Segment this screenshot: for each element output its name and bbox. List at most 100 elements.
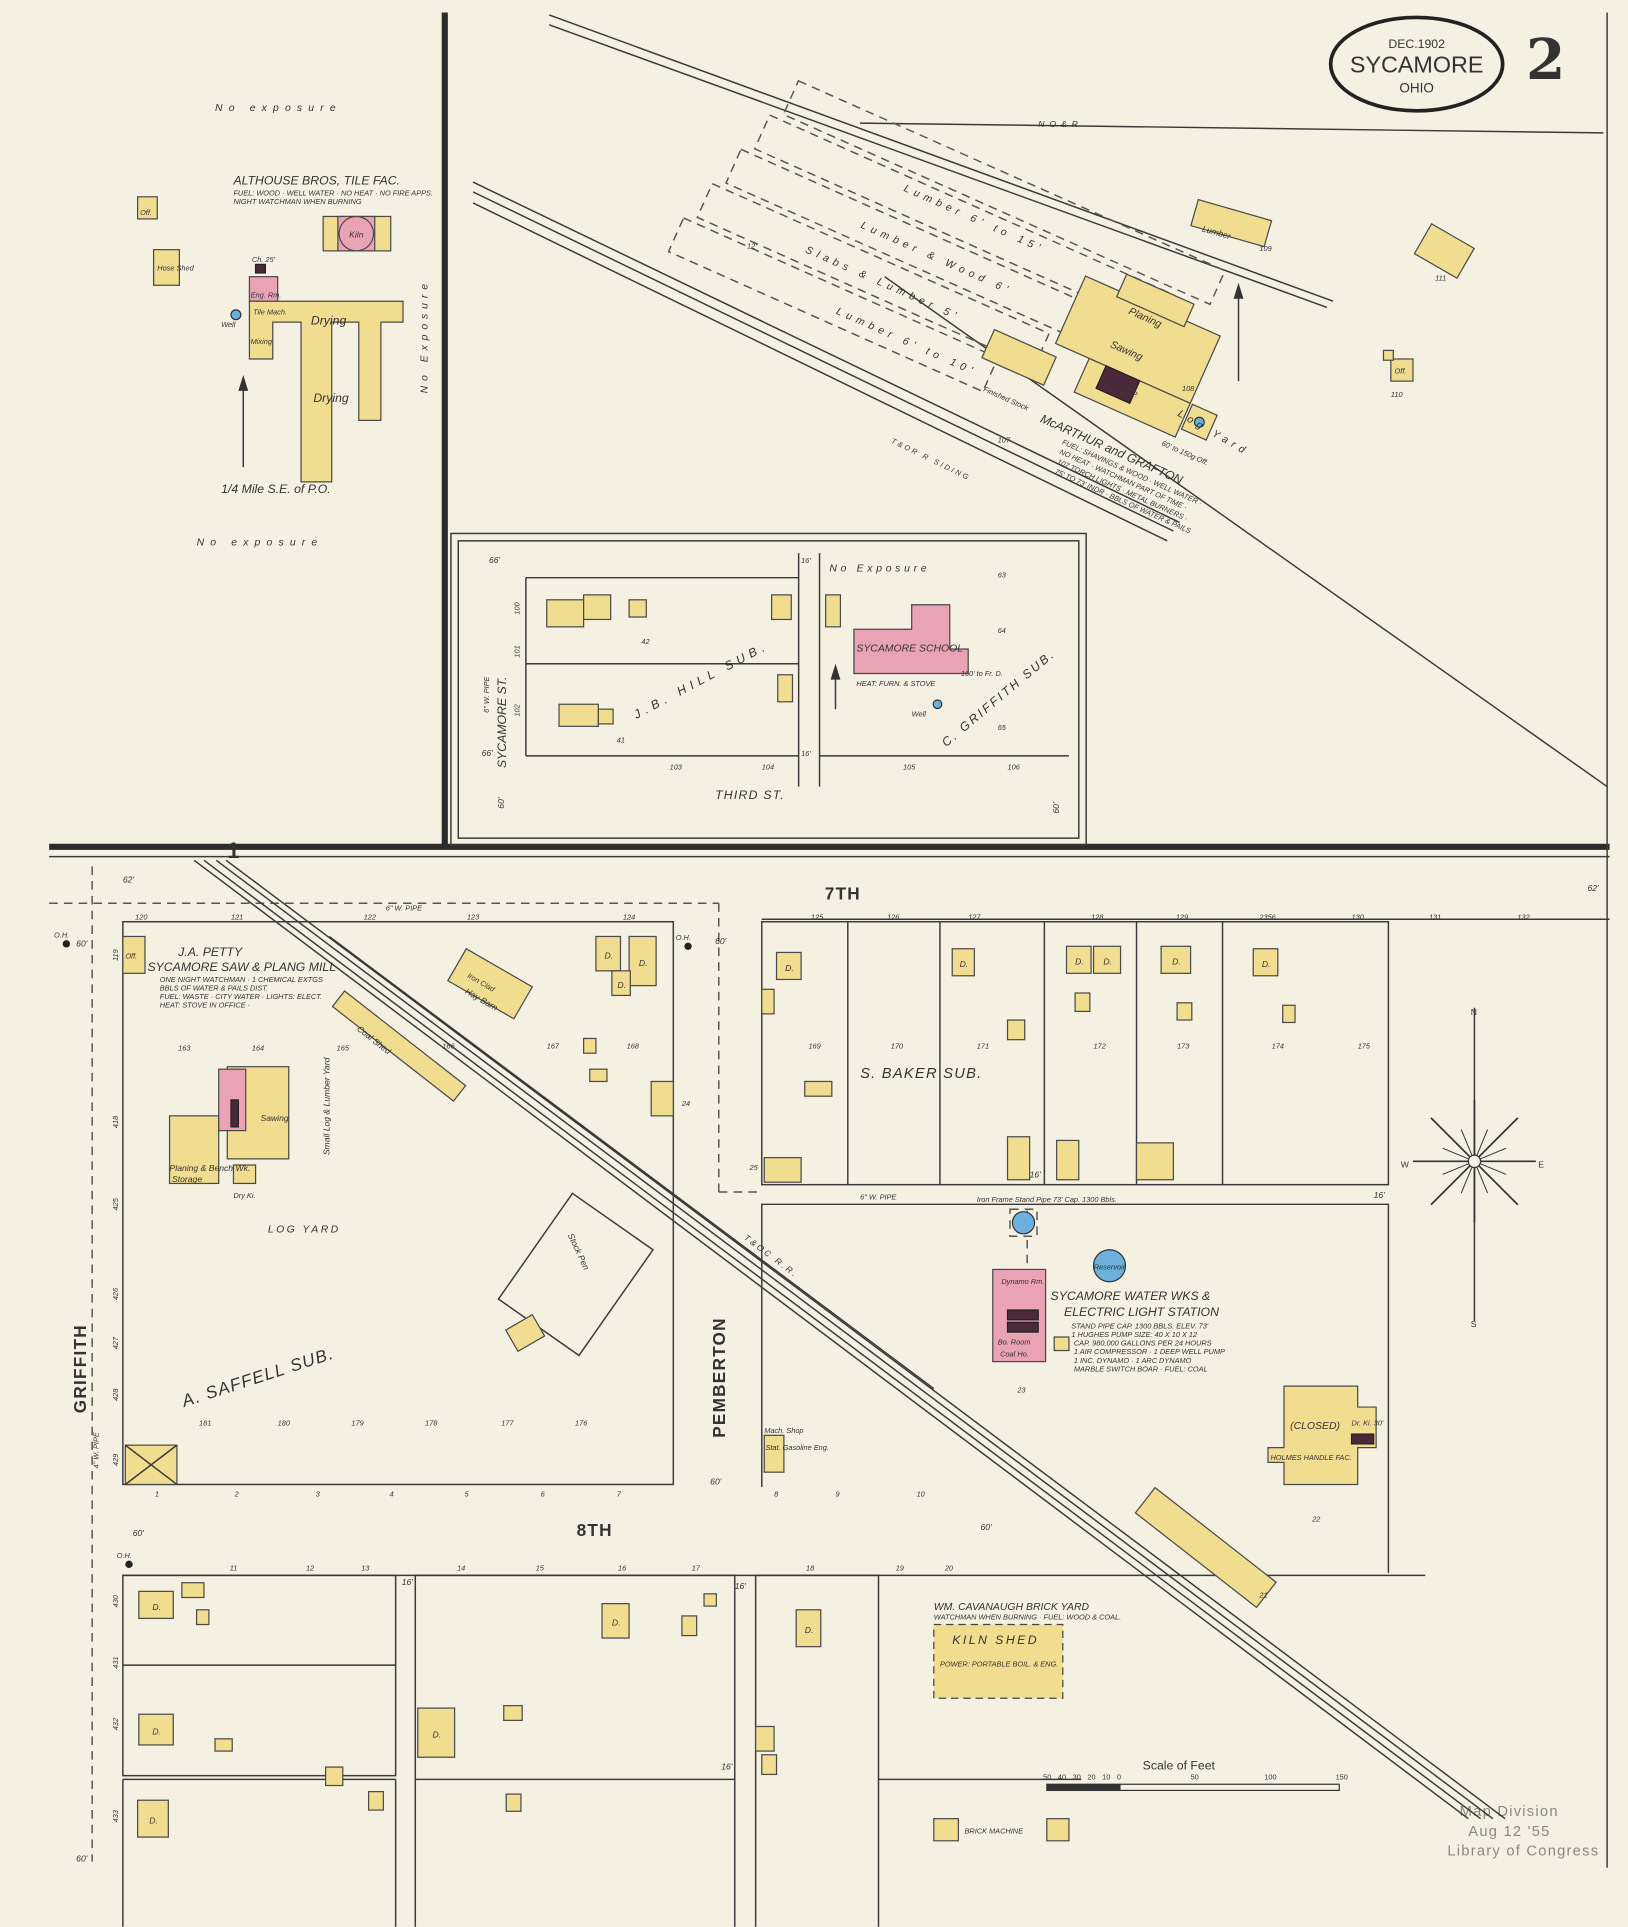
reservoir-label: Reservoir bbox=[1094, 1262, 1126, 1271]
brickyard-title: WM. CAVANAUGH BRICK YARD bbox=[934, 1602, 1090, 1613]
distance-label: 160' to Fr. D. bbox=[961, 669, 1003, 678]
lot-number: 103 bbox=[670, 762, 683, 771]
hose-shed-label: Hose Shed bbox=[157, 264, 194, 273]
outbuilding bbox=[1056, 1139, 1080, 1181]
outbuilding bbox=[583, 1037, 597, 1054]
cartouche-date: DEC.1902 bbox=[1388, 37, 1445, 51]
dimension-label: 60' bbox=[76, 938, 88, 948]
stamp-line: Map Division bbox=[1460, 1804, 1559, 1820]
compass-rose: N S E W bbox=[1401, 1007, 1545, 1329]
lot-number: 100 bbox=[513, 601, 522, 614]
office-label: Off. bbox=[140, 208, 152, 217]
lot-number: 426 bbox=[111, 1287, 120, 1300]
dwelling bbox=[1065, 945, 1092, 974]
lot-number: 108 bbox=[1182, 384, 1195, 393]
lot-number: 177 bbox=[501, 1418, 514, 1427]
subdivision-label: S. BAKER SUB. bbox=[860, 1066, 982, 1082]
holmes-handle-factory: (CLOSED) HOLMES HANDLE FAC. Dr. Ki. 30' bbox=[1134, 1385, 1384, 1609]
lot-number: 126 bbox=[887, 912, 900, 921]
mill-notes: HEAT: STOVE IN OFFICE · bbox=[160, 1001, 250, 1010]
pipe-label: 6" W. PIPE bbox=[860, 1192, 896, 1201]
outbuilding bbox=[650, 1080, 674, 1117]
lot-number: 13 bbox=[361, 1563, 370, 1572]
dimension-label: 16' bbox=[801, 749, 811, 758]
lot-number: 5 bbox=[464, 1490, 469, 1499]
lot-number: 9 bbox=[836, 1490, 840, 1499]
waterworks-notes: 1 AIR COMPRESSOR · 1 DEEP WELL PUMP bbox=[1074, 1347, 1225, 1356]
lot-number: 109 bbox=[1259, 244, 1271, 253]
well-label: Well bbox=[912, 710, 927, 719]
outbuilding bbox=[1006, 1136, 1031, 1181]
lot-number: 173 bbox=[1177, 1041, 1190, 1050]
mill-notes: FUEL: WASTE · CITY WATER · LIGHTS: ELECT… bbox=[160, 992, 322, 1001]
dwelling-label: D. bbox=[1103, 957, 1112, 967]
kiln-shed-label: KILN SHED bbox=[952, 1633, 1039, 1647]
compass-center bbox=[1467, 1154, 1482, 1169]
waterworks-notes: 1 INC. DYNAMO · 1 ARC DYNAMO bbox=[1074, 1356, 1192, 1365]
dwelling-label: D. bbox=[639, 958, 648, 968]
compass-ray bbox=[1473, 1160, 1519, 1206]
office-label: Off. bbox=[125, 952, 137, 961]
lot-number: 25 bbox=[748, 1163, 758, 1172]
lot-number: 101 bbox=[513, 645, 522, 657]
brick-machine-label: BRICK MACHINE bbox=[965, 1826, 1024, 1835]
outbuilding bbox=[181, 1582, 205, 1599]
stamp-line: Aug 12 '55 bbox=[1468, 1824, 1550, 1840]
lot-number: 123 bbox=[467, 912, 480, 921]
hydrant-label: O.H. bbox=[54, 931, 69, 940]
pipe-label: 4" W. PIPE bbox=[91, 1432, 100, 1468]
outbuilding bbox=[195, 1609, 210, 1626]
lot-number: 176 bbox=[575, 1418, 588, 1427]
lot-number: 24 bbox=[681, 1099, 690, 1108]
dwelling bbox=[138, 1590, 174, 1620]
waterworks-notes: CAP. 980,000 GALLONS PER 24 HOURS bbox=[1074, 1339, 1212, 1348]
location-label: 1/4 Mile S.E. of P.O. bbox=[221, 482, 331, 496]
waterworks-notes: MARBLE SWITCH BOAR · FUEL: COAL bbox=[1074, 1364, 1208, 1373]
dimension-label: 16' bbox=[735, 1581, 747, 1591]
pipe-label: 6" W. PIPE bbox=[386, 904, 422, 913]
street-grid: 1 bbox=[49, 838, 1610, 1927]
lot-number: 165 bbox=[337, 1044, 350, 1053]
lot-number: 20 bbox=[944, 1563, 954, 1572]
north-arrow-icon bbox=[1233, 282, 1244, 299]
water-works: Iron Frame Stand Pipe 73' Cap. 1300 Bbls… bbox=[977, 1195, 1225, 1374]
dwelling bbox=[1092, 945, 1122, 974]
cartouche-town: SYCAMORE bbox=[1350, 52, 1484, 78]
lot-number: 432 bbox=[111, 1718, 120, 1730]
lot-number: 102 bbox=[513, 704, 522, 716]
dimension-label: 66' bbox=[489, 555, 501, 565]
outbuilding bbox=[703, 1593, 717, 1607]
dwelling-label: D. bbox=[805, 1625, 814, 1635]
factory-notes: NIGHT WATCHMAN WHEN BURNING bbox=[233, 197, 361, 206]
standpipe bbox=[1011, 1211, 1036, 1235]
dynamo-room-label: Dynamo Rm. bbox=[1001, 1277, 1044, 1286]
street-label: THIRD ST. bbox=[715, 788, 785, 802]
school-building bbox=[853, 604, 969, 675]
stamp-line: Library of Congress bbox=[1447, 1844, 1599, 1860]
outbuilding bbox=[324, 1766, 344, 1787]
lot-number: 169 bbox=[808, 1041, 820, 1050]
dwelling-label: D. bbox=[605, 951, 614, 961]
factory-title: HOLMES HANDLE FAC. bbox=[1270, 1453, 1351, 1462]
lot-number: 175 bbox=[1358, 1041, 1371, 1050]
lot-number: 16 bbox=[618, 1563, 627, 1572]
dry-kiln-label: Dry Ki. bbox=[233, 1191, 255, 1200]
lot-number: 7 bbox=[617, 1490, 622, 1499]
dimension-labels: 60'60'60'60'60'16'16'16'16'16'62'62'60' bbox=[76, 874, 1599, 1863]
lot-number: 65 bbox=[998, 723, 1007, 732]
dwelling-label: D. bbox=[1075, 957, 1084, 967]
lot-number: 1 bbox=[155, 1490, 159, 1499]
pipe-label: 6" W. PIPE bbox=[482, 676, 491, 712]
lot-number: 22 bbox=[1311, 1514, 1320, 1523]
well-icon bbox=[230, 309, 242, 321]
lot-number: 418 bbox=[111, 1115, 120, 1128]
lot-number: 17 bbox=[692, 1563, 701, 1572]
lot-number: 132 bbox=[1517, 912, 1529, 921]
waterworks-notes: STAND PIPE CAP. 1300 BBLS. ELEV. 73' bbox=[1071, 1321, 1208, 1330]
dimension-label: 16' bbox=[402, 1577, 414, 1587]
dimension-label: 60' bbox=[980, 1522, 992, 1532]
hydrant-label: O.H. bbox=[117, 1551, 132, 1560]
log-yard-label: LOG YARD bbox=[268, 1225, 341, 1236]
lot-number: 128 bbox=[1091, 912, 1104, 921]
